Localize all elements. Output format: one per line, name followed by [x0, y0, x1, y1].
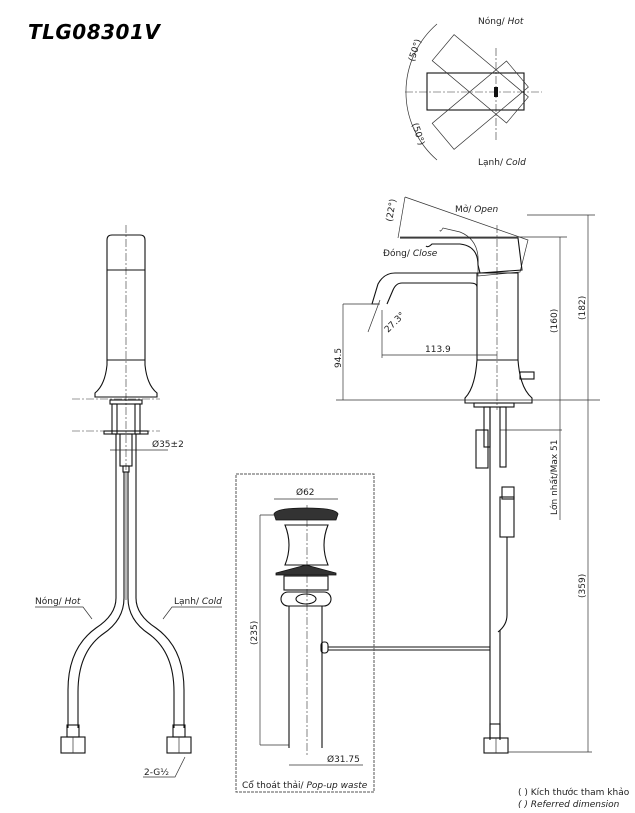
angle-cold: (50°)	[409, 122, 426, 147]
top-view: Nóng/ Hot Lạnh/ Cold (50°) (50°)	[405, 16, 542, 168]
hose-length: (359)	[578, 574, 588, 598]
note-reference-en: ( ) Referred dimension	[518, 800, 620, 810]
popup-waste: Ø62 (235) Ø31.75 Cổ thoát thải/ Pop-up w…	[235, 473, 375, 793]
front-diameter: Ø35±2	[152, 439, 184, 450]
close-label: Đóng/ Close	[383, 248, 438, 259]
spout-angle: 27.3°	[383, 311, 407, 335]
top-hot-label: Nóng/ Hot	[478, 16, 524, 27]
handle-angle: (22°)	[385, 198, 399, 222]
angle-hot: (50°)	[407, 38, 424, 63]
model-title: TLG08301V	[28, 20, 161, 44]
popup-label: Cổ thoát thải/ Pop-up waste	[242, 780, 368, 791]
spout-reach: 113.9	[425, 345, 451, 355]
note-reference-vi: ( ) Kích thước tham khảo	[518, 787, 630, 798]
height-182: (182)	[578, 296, 588, 320]
height-160: (160)	[550, 309, 560, 333]
spout-height: 94.5	[334, 348, 344, 368]
side-view: 94.5 113.9 27.3° (160) (182) Lớn nhất/Ma…	[328, 196, 600, 754]
open-label: Mở/ Open	[455, 204, 499, 215]
front-cold-label: Lạnh/ Cold	[174, 597, 222, 607]
popup-length: (235)	[250, 621, 260, 645]
front-view: Ø35±2 Nóng/ Hot Lạnh/ Cold 2-G½	[35, 225, 222, 778]
popup-top-diameter: Ø62	[296, 487, 315, 498]
thread-size: 2-G½	[144, 768, 169, 778]
top-cold-label: Lạnh/ Cold	[478, 158, 526, 168]
max-thickness: Lớn nhất/Max 51	[549, 440, 560, 516]
popup-pipe-diameter: Ø31.75	[327, 754, 360, 765]
front-hot-label: Nóng/ Hot	[35, 596, 81, 607]
